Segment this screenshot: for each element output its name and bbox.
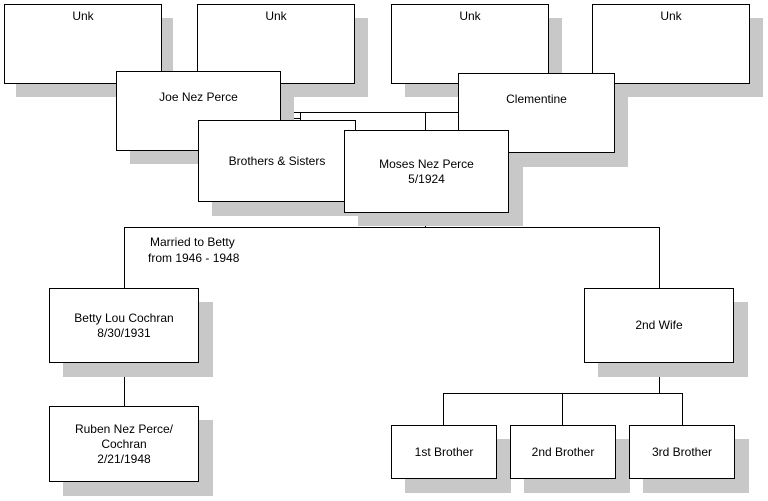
node-label: 1st Brother xyxy=(414,444,474,459)
node-brothers-sisters: Brothers & Sisters xyxy=(198,120,356,202)
node-2nd-brother: 2nd Brother xyxy=(510,425,616,479)
node-label: Joe Nez Perce xyxy=(159,90,238,104)
node-1st-brother: 1st Brother xyxy=(391,425,497,479)
marriage-note-line-1: Married to Betty xyxy=(150,235,235,249)
marriage-note-line-2: from 1946 - 1948 xyxy=(148,251,240,265)
node-3rd-brother: 3rd Brother xyxy=(629,425,735,479)
node-label: Unk xyxy=(660,9,682,23)
node-label: Unk xyxy=(265,9,287,23)
node-label-2: Cochran xyxy=(101,436,147,451)
node-unk-2: Unk xyxy=(197,4,355,84)
node-label: Brothers & Sisters xyxy=(228,153,326,168)
node-label: Moses Nez Perce xyxy=(379,156,474,171)
node-moses-nez-perce: Moses Nez Perce 5/1924 xyxy=(344,130,509,213)
node-unk-1: Unk xyxy=(4,4,162,84)
node-2nd-wife: 2nd Wife xyxy=(584,288,734,363)
node-ruben-nez-perce-cochran: Ruben Nez Perce/ Cochran 2/21/1948 xyxy=(49,406,199,482)
node-unk-4: Unk xyxy=(592,4,750,84)
node-label: 2nd Wife xyxy=(635,318,683,332)
node-label: Unk xyxy=(459,9,481,23)
node-unk-3: Unk xyxy=(391,4,549,84)
node-date: 2/21/1948 xyxy=(97,451,151,466)
node-label: 2nd Brother xyxy=(531,444,595,459)
node-betty-lou-cochran: Betty Lou Cochran 8/30/1931 xyxy=(49,288,199,363)
node-label: Betty Lou Cochran xyxy=(74,310,174,325)
node-date: 8/30/1931 xyxy=(97,325,151,340)
node-label: Ruben Nez Perce/ xyxy=(74,421,174,436)
node-label: Clementine xyxy=(506,92,567,106)
node-label: 3rd Brother xyxy=(651,444,713,459)
marriage-note: Married to Betty from 1946 - 1948 xyxy=(148,234,240,266)
node-date: 5/1924 xyxy=(408,171,445,186)
node-label: Unk xyxy=(72,9,94,23)
